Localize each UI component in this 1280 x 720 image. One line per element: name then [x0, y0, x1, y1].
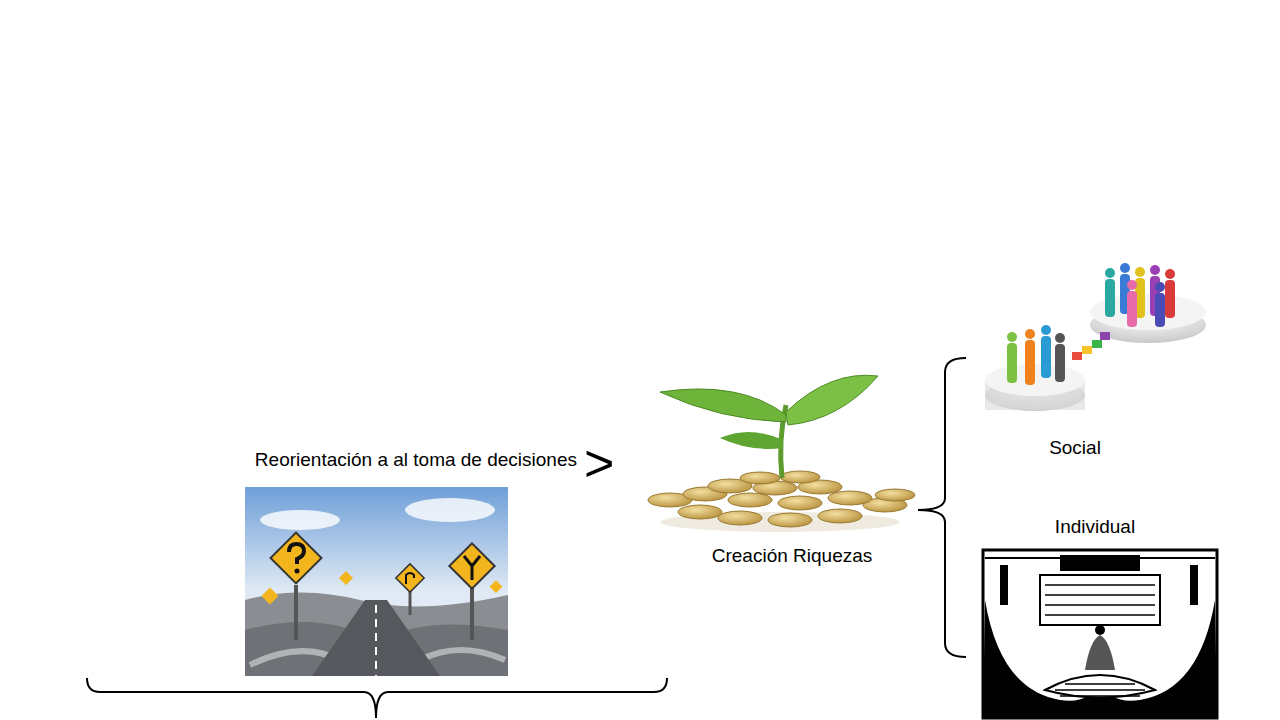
plant-coins-picture: [648, 375, 915, 532]
people-picture: [985, 263, 1206, 411]
split-brace: [918, 358, 966, 657]
caption-text: Social: [1047, 436, 1103, 461]
bottom-brace: [87, 678, 667, 718]
social-caption: Social: [1047, 436, 1103, 461]
road-picture: [245, 487, 508, 676]
cartoon-picture: [983, 550, 1217, 718]
wealth-caption: Creación Riquezas: [710, 544, 875, 569]
decision-caption: Reorientación a al toma de decisiones: [253, 448, 579, 473]
arrow-sign: >: [584, 437, 614, 489]
caption-text: Creación Riquezas: [710, 544, 875, 569]
individual-caption: Individual: [1053, 515, 1137, 540]
caption-text: Individual: [1053, 515, 1137, 540]
caption-text: Reorientación a al toma de decisiones: [253, 448, 579, 473]
